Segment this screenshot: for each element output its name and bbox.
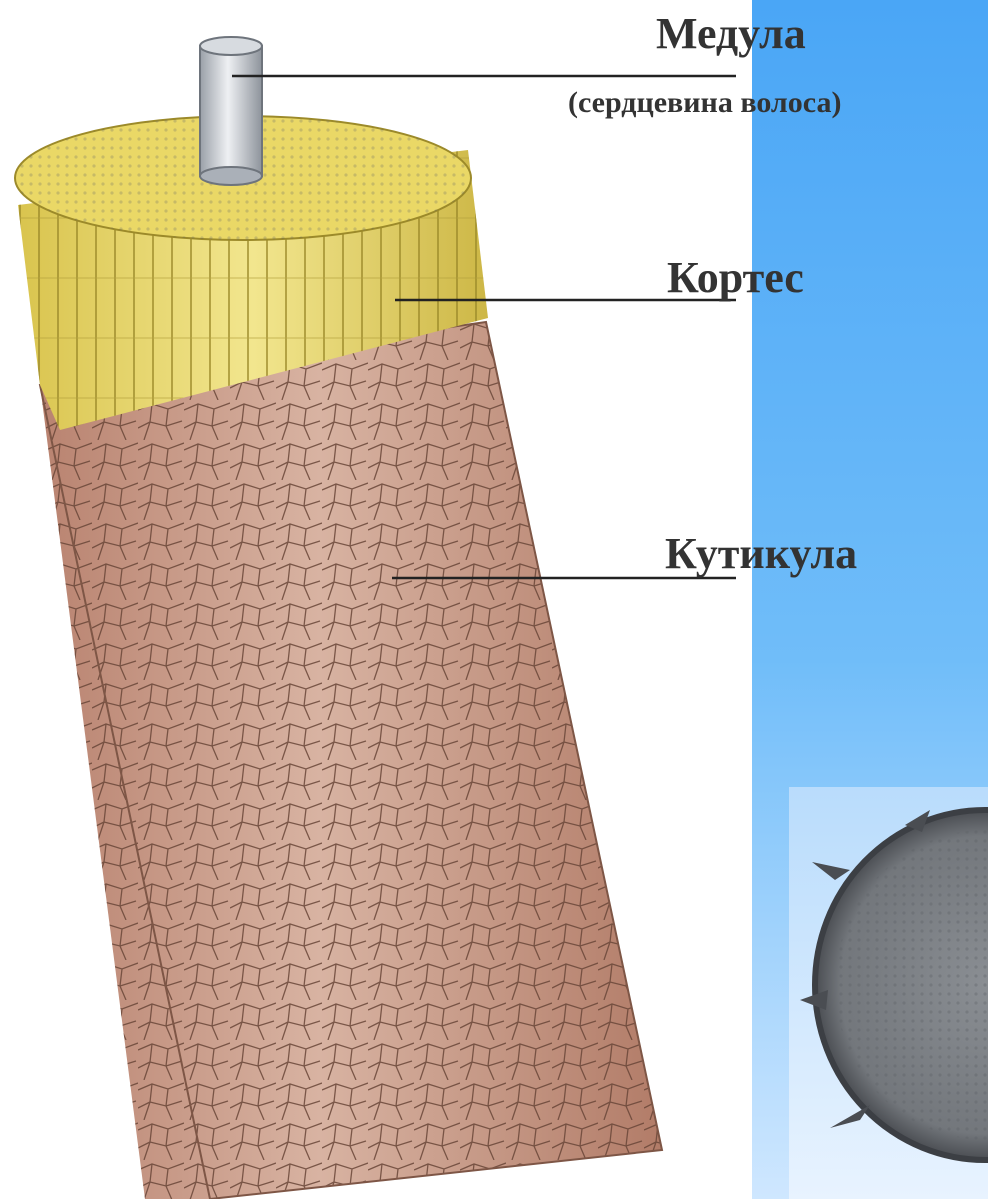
cortex-label: Кортес (667, 252, 804, 303)
cuticle-label: Кутикула (665, 528, 857, 579)
hair-cuticle-illustration (40, 322, 662, 1199)
medulla-label: Медула (656, 8, 806, 59)
medulla-note-label: (сердцевина волоса) (568, 86, 841, 120)
hair-medulla-illustration (200, 37, 262, 185)
